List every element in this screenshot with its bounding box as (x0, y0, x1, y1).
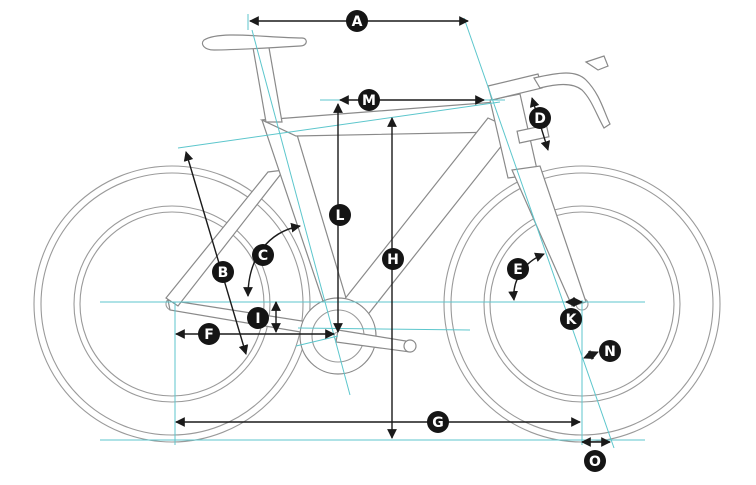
badge-f: F (198, 323, 220, 345)
svg-text:A: A (352, 14, 363, 30)
dimension-lines (175, 16, 611, 447)
down-tube (335, 117, 515, 323)
svg-text:M: M (362, 93, 376, 109)
svg-text:B: B (218, 265, 229, 281)
badge-n: N (599, 340, 621, 362)
svg-text:C: C (258, 248, 268, 264)
svg-text:E: E (513, 262, 523, 278)
rear-wheel (33, 165, 311, 443)
svg-text:H: H (387, 252, 399, 268)
svg-text:G: G (432, 415, 444, 431)
svg-text:F: F (204, 327, 214, 343)
dim-n (583, 350, 599, 360)
svg-text:L: L (336, 208, 345, 224)
badge-b: B (212, 261, 234, 283)
svg-text:I: I (255, 311, 260, 327)
badge-g: G (427, 411, 449, 433)
badge-k: K (560, 308, 582, 330)
seatpost (251, 41, 283, 123)
bike-frame (165, 34, 611, 375)
badge-d: D (529, 107, 551, 129)
brake-hood (584, 55, 609, 71)
dim-b (183, 151, 249, 355)
svg-text:O: O (589, 454, 601, 470)
badge-c: C (252, 244, 274, 266)
badge-o: O (584, 450, 606, 472)
badge-m: M (358, 89, 380, 111)
saddle (201, 34, 307, 51)
svg-text:K: K (566, 312, 578, 328)
badge-a: A (346, 10, 368, 32)
badge-l: L (329, 204, 351, 226)
badge-i: I (247, 307, 269, 329)
svg-text:D: D (534, 111, 546, 127)
badge-e: E (507, 258, 529, 280)
handlebar (533, 72, 611, 129)
svg-text:N: N (604, 344, 616, 360)
badge-h: H (382, 248, 404, 270)
